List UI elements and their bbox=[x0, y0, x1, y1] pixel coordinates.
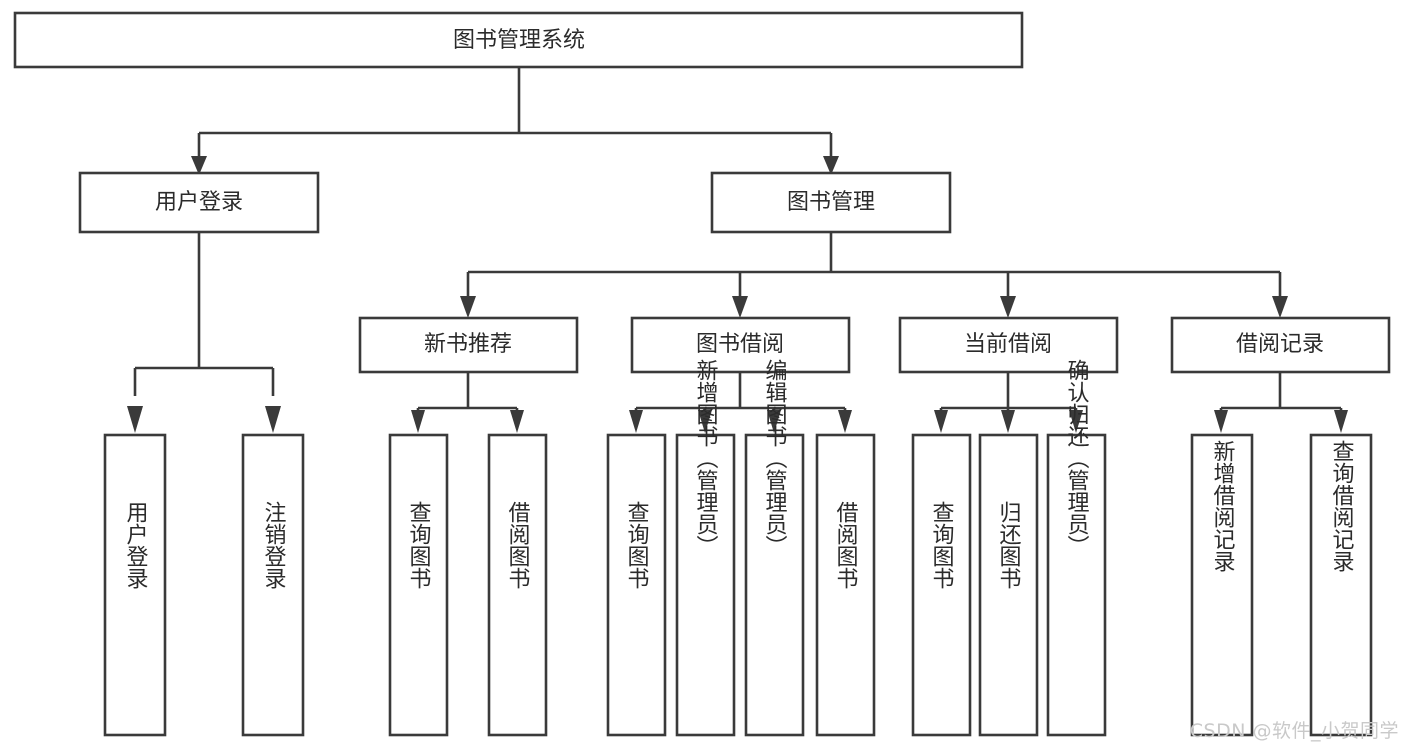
arrowhead-nb-leaf1 bbox=[411, 410, 425, 433]
arrowhead-br-leaf2 bbox=[1334, 410, 1348, 433]
leaf-borrow-record-add[interactable]: 新增借阅记录 bbox=[1190, 433, 1254, 737]
leaf-box[interactable] bbox=[1190, 433, 1254, 737]
leaf-label: 编辑图书（管理员） bbox=[762, 359, 788, 557]
arrowhead-cb-leaf2 bbox=[1001, 410, 1015, 433]
arrowhead-current-borrow bbox=[1000, 296, 1016, 318]
node-book-borrow[interactable]: 图书借阅 bbox=[630, 316, 851, 374]
leaf-label: 确认归还（管理员） bbox=[1064, 359, 1090, 557]
leaf-book-borrow-borrow[interactable]: 借阅图书 bbox=[815, 433, 876, 737]
leaf-new-book-query[interactable]: 查询图书 bbox=[388, 433, 449, 737]
node-root-book-management-system[interactable]: 图书管理系统 bbox=[13, 11, 1024, 69]
user-login-box[interactable] bbox=[78, 171, 320, 234]
current-borrow-box[interactable] bbox=[898, 316, 1119, 374]
leaf-box[interactable] bbox=[1046, 433, 1107, 737]
arrowhead-cb-leaf1 bbox=[934, 410, 948, 433]
book-borrow-box[interactable] bbox=[630, 316, 851, 374]
arrowhead-cb-leaf3 bbox=[1069, 410, 1083, 433]
node-user-login[interactable]: 用户登录 bbox=[78, 171, 320, 234]
arrowhead-leaf-user-login bbox=[127, 406, 143, 433]
leaf-box[interactable] bbox=[388, 433, 449, 737]
leaf-label: 查询图书 bbox=[929, 501, 955, 589]
leaf-box[interactable] bbox=[606, 433, 667, 737]
connector-group bbox=[127, 67, 1348, 433]
leaf-box[interactable] bbox=[1309, 433, 1373, 737]
leaf-box[interactable] bbox=[487, 433, 548, 737]
arrowhead-br-leaf1 bbox=[1214, 410, 1228, 433]
arrowhead-borrow-record bbox=[1272, 296, 1288, 318]
leaf-user-login-login[interactable]: 用户登录 bbox=[103, 433, 167, 737]
node-book-management[interactable]: 图书管理 bbox=[710, 171, 952, 234]
arrowhead-bb-leaf1 bbox=[629, 410, 643, 433]
node-borrow-record[interactable]: 借阅记录 bbox=[1170, 316, 1391, 374]
arrowhead-bb-leaf3 bbox=[767, 410, 781, 433]
arrowhead-leaf-logout bbox=[265, 406, 281, 433]
user-login-label: 用户登录 bbox=[155, 190, 243, 215]
root-label: 图书管理系统 bbox=[453, 28, 585, 53]
leaf-box[interactable] bbox=[241, 433, 305, 737]
leaf-box[interactable] bbox=[744, 433, 805, 737]
leaf-book-borrow-query[interactable]: 查询图书 bbox=[606, 433, 667, 737]
node-new-book-recommend[interactable]: 新书推荐 bbox=[358, 316, 579, 374]
arrowhead-user-login bbox=[191, 156, 207, 175]
book-management-label: 图书管理 bbox=[787, 190, 875, 215]
leaf-label: 新增图书（管理员） bbox=[693, 359, 719, 557]
new-book-recommend-label: 新书推荐 bbox=[424, 332, 512, 357]
node-current-borrow[interactable]: 当前借阅 bbox=[898, 316, 1119, 374]
new-book-recommend-box[interactable] bbox=[358, 316, 579, 374]
leaf-label: 查询图书 bbox=[624, 501, 650, 589]
leaf-box[interactable] bbox=[978, 433, 1039, 737]
arrowhead-book-borrow bbox=[732, 296, 748, 318]
leaf-current-borrow-confirm[interactable]: 确认归还（管理员） bbox=[1046, 359, 1107, 737]
leaf-borrow-record-query[interactable]: 查询借阅记录 bbox=[1309, 433, 1373, 737]
leaf-book-borrow-add[interactable]: 新增图书（管理员） bbox=[675, 359, 736, 737]
leaf-user-login-logout[interactable]: 注销登录 bbox=[241, 433, 305, 737]
leaf-label: 查询借阅记录 bbox=[1329, 440, 1355, 572]
leaf-label: 归还图书 bbox=[996, 501, 1022, 589]
leaf-box[interactable] bbox=[815, 433, 876, 737]
leaf-current-borrow-query[interactable]: 查询图书 bbox=[911, 433, 972, 737]
borrow-record-box[interactable] bbox=[1170, 316, 1391, 374]
book-borrow-label: 图书借阅 bbox=[696, 332, 784, 357]
arrowhead-book-mgmt bbox=[823, 156, 839, 175]
root-box[interactable] bbox=[13, 11, 1024, 69]
leaf-label: 借阅图书 bbox=[505, 501, 531, 589]
arrowhead-bb-leaf2 bbox=[698, 410, 712, 433]
leaf-label: 查询图书 bbox=[406, 501, 432, 589]
leaf-box[interactable] bbox=[103, 433, 167, 737]
leaf-box[interactable] bbox=[911, 433, 972, 737]
leaf-label: 借阅图书 bbox=[833, 501, 859, 589]
arrowhead-bb-leaf4 bbox=[838, 410, 852, 433]
leaf-label: 注销登录 bbox=[261, 501, 287, 589]
leaf-box[interactable] bbox=[675, 433, 736, 737]
book-management-box[interactable] bbox=[710, 171, 952, 234]
current-borrow-label: 当前借阅 bbox=[964, 332, 1052, 357]
leaf-label: 用户登录 bbox=[123, 501, 149, 589]
leaf-book-borrow-edit[interactable]: 编辑图书（管理员） bbox=[744, 359, 805, 737]
arrowhead-nb-leaf2 bbox=[510, 410, 524, 433]
arrowhead-new-book bbox=[460, 296, 476, 318]
leaf-label: 新增借阅记录 bbox=[1210, 440, 1236, 572]
borrow-record-label: 借阅记录 bbox=[1236, 332, 1324, 357]
leaf-current-borrow-return[interactable]: 归还图书 bbox=[978, 433, 1039, 737]
leaf-new-book-borrow[interactable]: 借阅图书 bbox=[487, 433, 548, 737]
